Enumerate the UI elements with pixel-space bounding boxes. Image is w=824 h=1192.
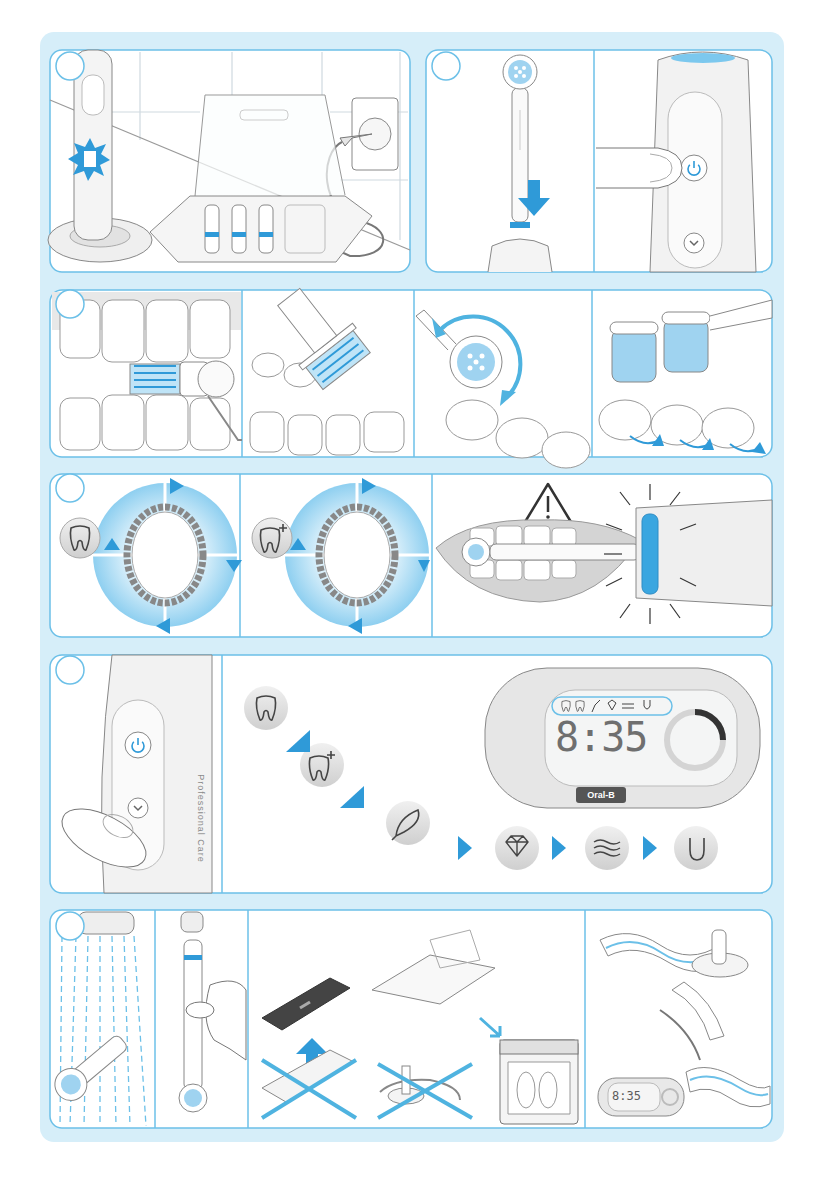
power-button-press (596, 52, 756, 272)
display-time: 8:35 (555, 717, 647, 757)
mode-selection (53, 655, 760, 893)
brushing-technique (52, 276, 772, 468)
display-time: 8:35 (612, 1090, 641, 1102)
handle-print: Professional Care (195, 774, 204, 863)
charging-scene (48, 50, 410, 262)
pressure-warning (436, 484, 772, 624)
quadrant-timer (56, 474, 430, 634)
cleaning-care (48, 912, 770, 1126)
page-frame (40, 32, 784, 1142)
attach-brush-head (432, 52, 552, 272)
brand-logo: Oral-B (587, 791, 615, 800)
